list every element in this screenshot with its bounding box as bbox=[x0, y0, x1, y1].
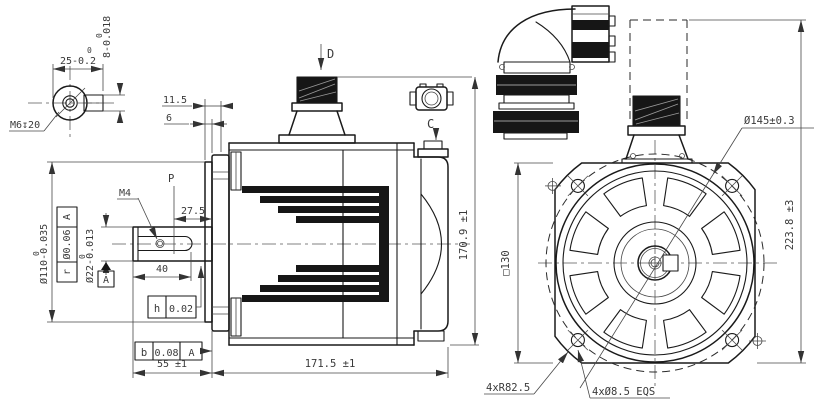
dim-27-5: 27.5 bbox=[181, 206, 205, 217]
connector-c-plug-icon bbox=[409, 83, 454, 111]
elbow-connector bbox=[493, 5, 616, 140]
key-height-dim: 8-0.018 bbox=[102, 16, 113, 58]
dim-shaft-dia-sup: 0 bbox=[78, 254, 87, 259]
connector-c-base bbox=[417, 148, 449, 158]
shaft-end-detail: 0 25-0.2 8-0.018 0 M6↧20 bbox=[9, 16, 125, 138]
connector-c bbox=[417, 140, 449, 158]
dim-6: 6 bbox=[166, 113, 172, 124]
gdt-frame-b: b 0.08 A bbox=[134, 341, 212, 361]
dim-shaft-dia: Ø22-0.013 bbox=[84, 229, 96, 283]
gdt-frame-h: h 0.02 bbox=[147, 266, 205, 319]
datum-a-label: A bbox=[103, 275, 109, 286]
gdt-h-symbol: h bbox=[154, 303, 160, 315]
plane-p-label: P bbox=[168, 173, 174, 185]
connector-d bbox=[278, 76, 356, 144]
shaft-group: M4 P bbox=[117, 173, 213, 262]
callout-corner-radius: 4xR82.5 bbox=[486, 382, 530, 394]
rear-dome bbox=[420, 193, 442, 295]
m4-label: M4 bbox=[119, 188, 131, 199]
view-label-c: C bbox=[427, 117, 434, 131]
gdt-b-symbol: b bbox=[141, 347, 147, 359]
keyway-end bbox=[184, 235, 193, 252]
connector-front bbox=[621, 19, 693, 164]
dim-shaft-length: 55 ±1 bbox=[157, 359, 187, 370]
front-view: Ø145±0.3 4xR82.5 4xØ8.5 EQS □130 223.8 ±… bbox=[484, 5, 814, 399]
gdt-h-tolerance: 0.02 bbox=[169, 304, 193, 315]
gdt-runout-tolerance: Ø0.06 bbox=[61, 229, 73, 259]
dim-pilot-dia-sup: 0 bbox=[32, 251, 41, 256]
gdt-frame-runout: A Ø0.06 r bbox=[56, 206, 78, 283]
key-height-tol-sup: 0 bbox=[95, 33, 104, 38]
key-width-tol-sup: 0 bbox=[87, 46, 92, 55]
datum-a-triangle bbox=[101, 262, 111, 270]
gdt-b-datum: A bbox=[188, 348, 194, 359]
dim-frame-square: □130 bbox=[500, 250, 512, 275]
connector-d-threaded-cap bbox=[297, 77, 337, 103]
dim-40: 40 bbox=[156, 264, 168, 275]
dim-bolt-circle: Ø145±0.3 bbox=[744, 115, 795, 127]
connector-d-base bbox=[278, 134, 356, 144]
front-view-dimensions: Ø145±0.3 4xR82.5 4xØ8.5 EQS □130 223.8 ±… bbox=[484, 19, 814, 399]
dim-total-height: 223.8 ±3 bbox=[784, 200, 796, 251]
motor-body bbox=[204, 76, 449, 346]
callout-mounting-holes: 4xØ8.5 EQS bbox=[592, 386, 655, 398]
gdt-b-tolerance: 0.08 bbox=[154, 348, 178, 359]
gdt-runout-symbol: r bbox=[62, 269, 73, 275]
cooling-fins bbox=[242, 186, 389, 302]
side-view-dimensions: 11.5 6 27.5 40 Ø22-0.013 0 bbox=[32, 76, 479, 378]
connector-c-lid bbox=[423, 140, 443, 150]
keyway-front bbox=[662, 254, 679, 272]
thread-depth-callout: M6↧20 bbox=[10, 120, 40, 131]
vent-slots bbox=[569, 177, 741, 349]
m4-hole bbox=[155, 239, 165, 248]
mounting-holes bbox=[545, 175, 766, 351]
pilot-boss bbox=[204, 161, 213, 323]
bolt-circle bbox=[545, 153, 765, 373]
datum-a-box bbox=[97, 270, 115, 288]
body-circle bbox=[555, 163, 755, 363]
flange-plate bbox=[211, 154, 230, 332]
dim-11-5: 11.5 bbox=[163, 95, 187, 106]
view-label-d: D bbox=[327, 47, 334, 61]
dim-side-height: 170.9 ±1 bbox=[458, 210, 470, 261]
key-width-dim: 25-0.2 bbox=[60, 56, 96, 67]
dim-body-length: 171.5 ±1 bbox=[305, 358, 356, 370]
side-view: 0 25-0.2 8-0.018 0 M6↧20 bbox=[9, 16, 479, 378]
dim-pilot-dia: Ø110-0.035 bbox=[38, 224, 50, 284]
gdt-runout-datum: A bbox=[62, 214, 73, 220]
